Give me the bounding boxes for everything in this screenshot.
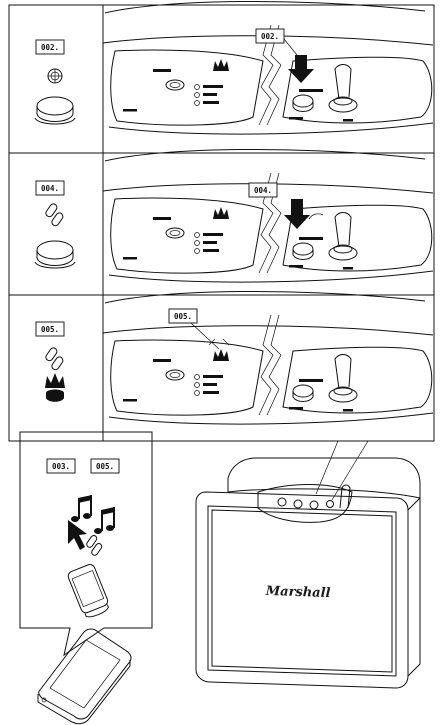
- step-004-speaker-top: 004.: [102, 148, 434, 283]
- smartphone-icon: [67, 563, 109, 618]
- music-notes-icon: [71, 495, 115, 534]
- pointer-arrow-icon: [68, 520, 87, 550]
- phone-callout-bubble: [19, 431, 153, 657]
- step-005-scene-panel: [102, 294, 435, 442]
- step-004-icon-panel: [8, 152, 104, 296]
- phone-tag-2: [90, 458, 120, 474]
- step-002-row: 002. 002.: [8, 0, 435, 154]
- phone-tag-1: [46, 458, 76, 474]
- phone-label-1: 003.: [52, 462, 70, 471]
- step-004-callout: 004.: [254, 186, 272, 195]
- chain-link-icon: [86, 535, 103, 556]
- step-004-row: 004. 004.: [8, 148, 435, 296]
- step-002-tag: [35, 39, 65, 55]
- crown-led-icon: [45, 373, 65, 402]
- phone-label-2: 005.: [96, 462, 114, 471]
- step-002-callout: 002.: [261, 32, 279, 41]
- crown-led-icon: [213, 207, 229, 219]
- pointer-line-right: [331, 440, 369, 501]
- step-005-tag: [35, 321, 65, 337]
- step-002-icon-panel: [8, 4, 104, 154]
- step-005-row: 005. 005.: [8, 290, 435, 442]
- phone-instruction-panel: 003. 005.: [19, 431, 153, 657]
- pointer-line-left: [315, 440, 339, 495]
- round-push-button-icon: [34, 96, 76, 125]
- target-button-icon: [47, 68, 63, 84]
- step-004-tag: [35, 180, 65, 196]
- step-004-callout-box: [248, 182, 278, 198]
- step-005-callout-box: [168, 308, 198, 324]
- step-005-label: 005.: [41, 325, 59, 334]
- crown-led-icon: [213, 59, 229, 71]
- speaker-brand-logo: Marshall: [265, 584, 331, 601]
- step-005-callout: 005.: [174, 312, 192, 321]
- down-arrow-icon: [284, 199, 310, 229]
- chain-link-icon: [45, 203, 64, 227]
- crown-led-icon: [213, 349, 229, 361]
- step-002-callout-box: [255, 28, 285, 44]
- round-push-button-icon: [34, 240, 76, 269]
- step-002-scene-panel: [102, 4, 435, 154]
- speaker-illustration: Marshall: [195, 457, 421, 689]
- step-002-label: 002.: [41, 43, 59, 52]
- chain-link-icon: [45, 347, 64, 371]
- step-005-speaker-top: 005.: [102, 290, 434, 425]
- smartphone-illustration: [37, 628, 132, 725]
- step-005-icon-panel: [8, 294, 104, 442]
- step-004-label: 004.: [41, 184, 59, 193]
- step-004-scene-panel: [102, 152, 435, 296]
- down-arrow-icon: [288, 55, 314, 83]
- step-002-speaker-top: 002.: [102, 0, 434, 135]
